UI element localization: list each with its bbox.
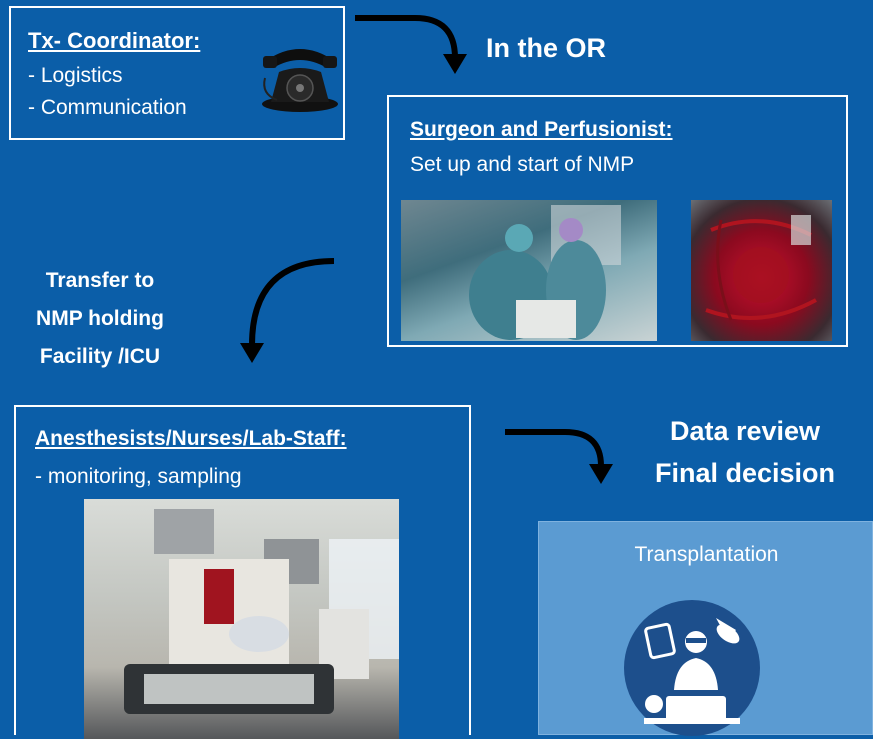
transfer-line-3: Facility /ICU bbox=[39, 345, 161, 368]
coordinator-box: Tx- Coordinator: - Logistics - Communica… bbox=[9, 6, 345, 140]
anesthesists-text: - monitoring, sampling bbox=[35, 465, 242, 488]
review-line-1: Data review bbox=[669, 416, 821, 446]
arrow-to-or bbox=[355, 15, 467, 74]
transfer-line-1: Transfer to bbox=[45, 269, 155, 292]
in-the-or-label: In the OR bbox=[486, 33, 606, 63]
nmp-machine-photo bbox=[84, 499, 399, 739]
review-line-2: Final decision bbox=[654, 458, 836, 488]
transfer-label: Transfer to NMP holding Facility /ICU bbox=[0, 262, 200, 376]
perfusion-organ-photo bbox=[691, 200, 832, 341]
transplantation-label: Transplantation bbox=[634, 543, 779, 566]
coordinator-item-communication: - Communication bbox=[28, 96, 187, 119]
transplantation-box: Transplantation bbox=[538, 521, 873, 736]
anesthesists-title: Anesthesists/Nurses/Lab-Staff: bbox=[35, 427, 347, 450]
surgeon-title: Surgeon and Perfusionist: bbox=[410, 118, 673, 141]
surgeon-box: Surgeon and Perfusionist: Set up and sta… bbox=[387, 95, 848, 347]
anesthesists-box: Anesthesists/Nurses/Lab-Staff: - monitor… bbox=[14, 405, 471, 739]
surgery-photo bbox=[401, 200, 657, 341]
coordinator-item-logistics: - Logistics bbox=[28, 64, 123, 87]
arrow-to-icu bbox=[240, 258, 335, 363]
telephone-icon bbox=[262, 49, 338, 112]
surgeon-text: Set up and start of NMP bbox=[410, 153, 635, 176]
transfer-line-2: NMP holding bbox=[36, 307, 164, 330]
surgeon-operating-icon bbox=[624, 600, 760, 736]
coordinator-title: Tx- Coordinator: bbox=[28, 28, 201, 53]
arrow-to-review bbox=[505, 429, 613, 484]
review-label: Data review Final decision bbox=[620, 410, 870, 494]
